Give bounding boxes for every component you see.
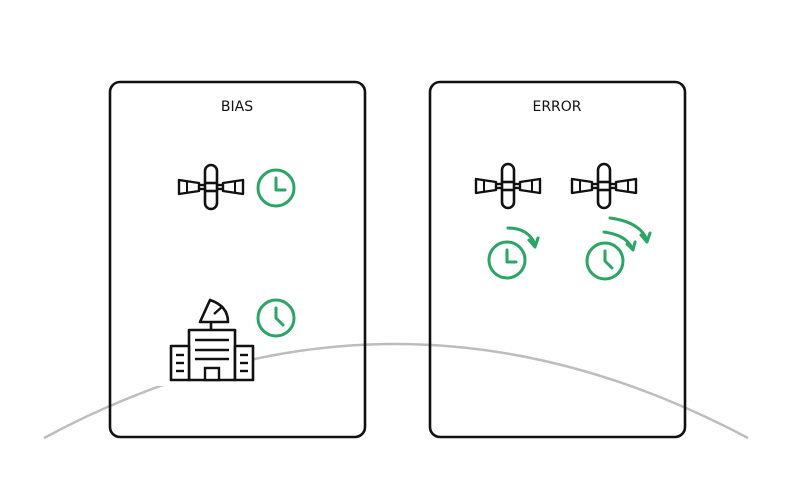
satellite-icon xyxy=(177,163,245,211)
bias-panel xyxy=(108,80,367,439)
arrow-icon xyxy=(506,226,540,249)
bias-panel-title: BIAS xyxy=(221,99,253,115)
error-panel-title: ERROR xyxy=(532,99,581,115)
clock-icon xyxy=(585,241,625,281)
arrow-icon xyxy=(602,216,652,252)
clock-icon xyxy=(256,168,296,208)
satellite-icon xyxy=(474,162,542,210)
clock-icon xyxy=(256,298,296,338)
earth-arc xyxy=(43,342,749,440)
clock-icon xyxy=(487,240,527,280)
ground-station-icon xyxy=(156,298,262,386)
error-panel xyxy=(428,80,687,439)
satellite-icon xyxy=(570,162,638,210)
